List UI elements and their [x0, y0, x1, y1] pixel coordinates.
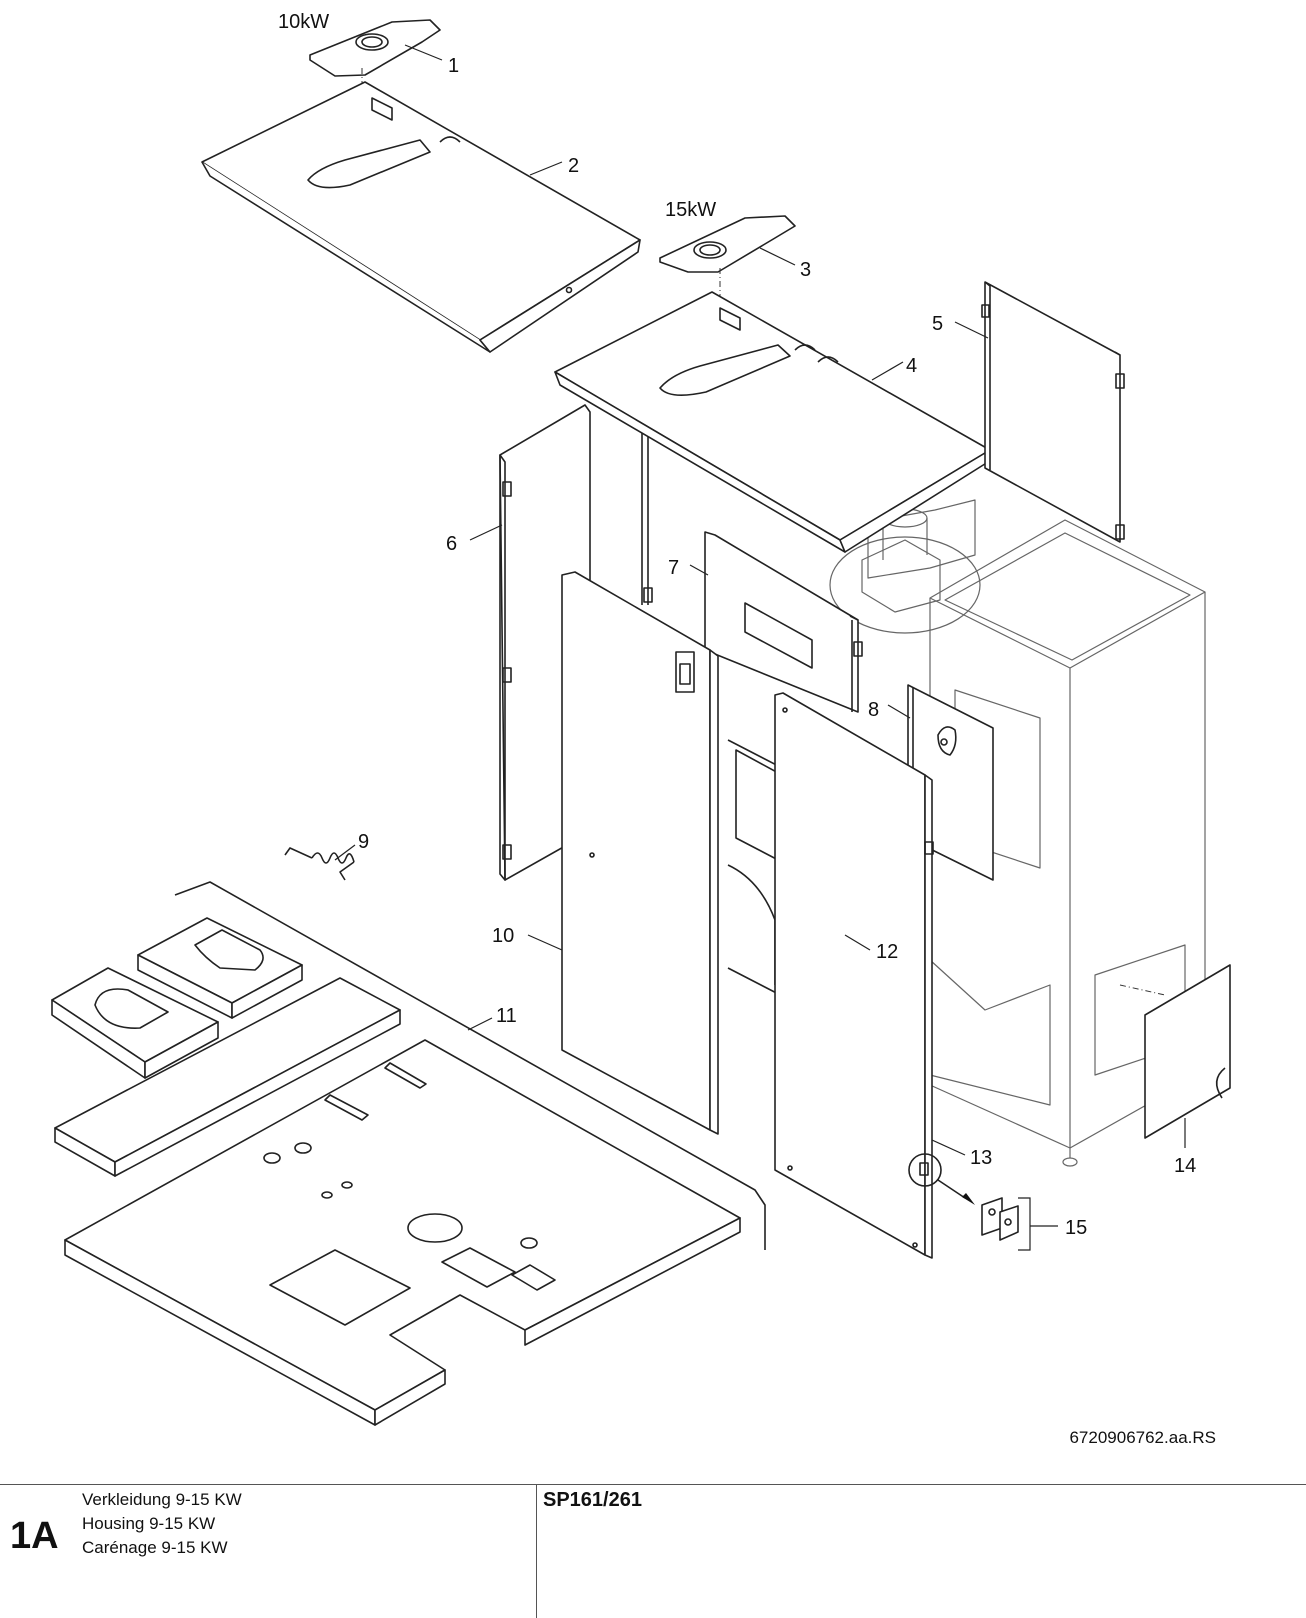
- part-15-hinge-detail: [908, 1153, 1019, 1241]
- callout-4: 4: [906, 355, 917, 377]
- callout-15: 15: [1065, 1217, 1087, 1239]
- part-2-top-lid: [201, 81, 641, 353]
- model-number: SP161/261: [543, 1489, 642, 1511]
- variant-label-15kw: 15kW: [665, 199, 716, 221]
- callout-10: 10: [492, 925, 514, 947]
- callout-5: 5: [932, 313, 943, 335]
- part-7-front-upper-panel: [704, 531, 863, 713]
- callout-1: 1: [448, 55, 459, 77]
- callout-2: 2: [568, 155, 579, 177]
- callout-12: 12: [876, 941, 898, 963]
- variant-label-10kw: 10kW: [278, 11, 329, 33]
- part-3-top-cover-15kw: [659, 215, 796, 380]
- title-lines: Verkleidung 9-15 KW Housing 9-15 KW Caré…: [82, 1488, 242, 1560]
- part-10-front-door: [561, 571, 719, 1135]
- footer-divider: [536, 1485, 537, 1618]
- sheet-number: 1A: [10, 1515, 59, 1557]
- title-english: Housing 9-15 KW: [82, 1514, 216, 1533]
- callout-7: 7: [668, 557, 679, 579]
- title-block: 1A Verkleidung 9-15 KW Housing 9-15 KW C…: [0, 1484, 1306, 1618]
- part-14-lower-cover: [1119, 964, 1231, 1139]
- part-4-top-lid-15kw: [554, 291, 991, 553]
- part-13-front-lower-panel: [774, 692, 934, 1259]
- callout-labels: 1 2 3 4 5 6 7 8 9 10 11 12 13 14 15 10kW…: [278, 11, 1196, 1239]
- callout-11: 11: [496, 1005, 517, 1027]
- callout-13: 13: [970, 1147, 992, 1169]
- callout-3: 3: [800, 259, 811, 281]
- callout-14: 14: [1174, 1155, 1196, 1177]
- callout-9: 9: [358, 831, 369, 853]
- exploded-parts-diagram: 1 2 3 4 5 6 7 8 9 10 11 12 13 14 15 10kW…: [51, 11, 1231, 1426]
- title-german: Verkleidung 9-15 KW: [82, 1490, 242, 1509]
- document-code: 6720906762.aa.RS: [1069, 1428, 1216, 1447]
- leader-lines: [334, 44, 1186, 1251]
- part-5-rear-panel: [981, 281, 1125, 543]
- part-9-spring: [284, 847, 355, 881]
- callout-8: 8: [868, 699, 879, 721]
- title-french: Carénage 9-15 KW: [82, 1538, 228, 1557]
- part-11-insulation-set: [51, 881, 766, 1426]
- callout-6: 6: [446, 533, 457, 555]
